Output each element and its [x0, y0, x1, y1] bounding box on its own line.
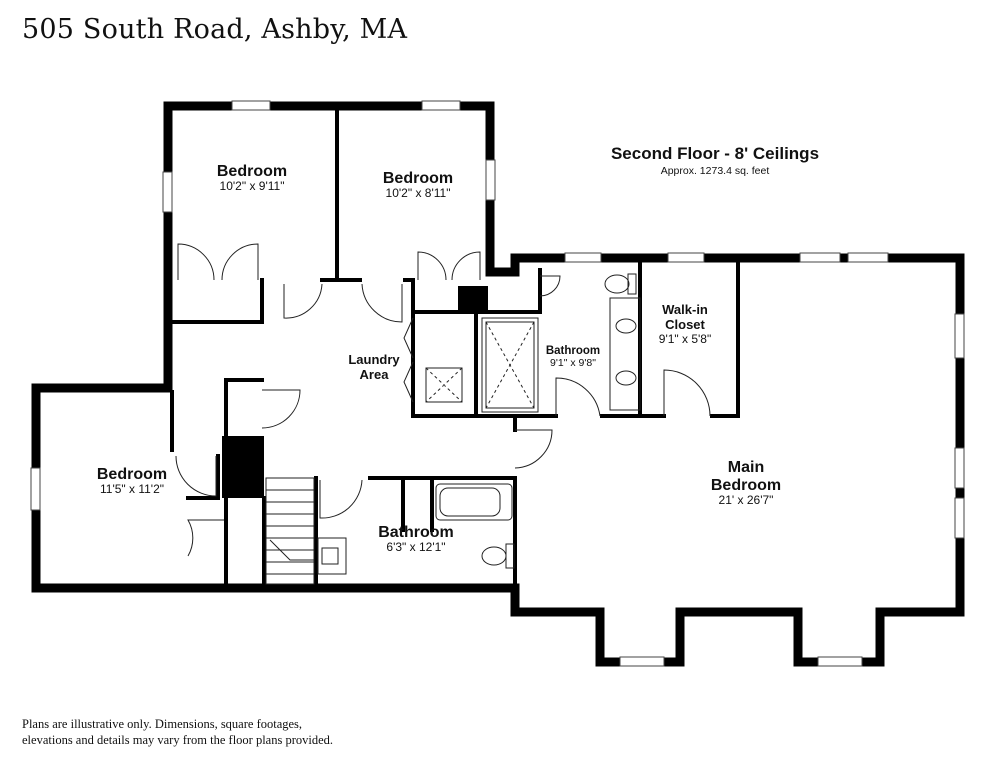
room-laundry-name-line2: Area — [360, 367, 390, 382]
door-swing — [177, 243, 215, 281]
window — [231, 100, 271, 111]
laundry-hookup-lines — [425, 367, 463, 403]
door-swing — [261, 389, 301, 429]
floor-heading: Second Floor - 8' Ceilings — [611, 144, 819, 163]
door-swing — [451, 251, 481, 281]
disclaimer: Plans are illustrative only. Dimensions,… — [22, 716, 442, 748]
window — [619, 656, 665, 667]
wall-closet-right — [710, 260, 740, 418]
room-bedroom-1-dims: 10'2" x 9'11" — [220, 179, 285, 193]
wall-bed1-bottom — [170, 278, 264, 324]
shower-pan — [485, 321, 535, 409]
staircase — [265, 477, 315, 585]
room-closet-name-line2: Closet — [665, 317, 705, 332]
door-swing — [663, 369, 711, 417]
stair-treads — [266, 489, 314, 575]
door-swing — [417, 251, 447, 281]
sink — [615, 370, 637, 386]
room-closet-name-line1: Walk-in — [662, 302, 708, 317]
window — [817, 656, 863, 667]
room-bedroom-3-dims: 11'5" x 11'2" — [100, 482, 164, 496]
door-swing — [187, 519, 224, 557]
door-swing — [283, 283, 323, 319]
room-bedroom-2-name: Bedroom — [383, 170, 453, 187]
wall-bath-right — [600, 260, 642, 418]
wall-laundry-closet — [411, 310, 478, 418]
chimney-block — [458, 286, 488, 314]
toilet — [604, 274, 630, 294]
door-swing — [555, 377, 601, 417]
window — [847, 252, 889, 263]
room-main-bedroom-name-line2: Bedroom — [711, 477, 781, 494]
room-bathroom-small-name: Bathroom — [546, 345, 600, 357]
window — [564, 252, 602, 263]
sink — [615, 318, 637, 334]
room-bathroom-hall-name: Bathroom — [378, 524, 454, 541]
room-main-bedroom-name-line1: Main — [728, 459, 764, 476]
room-bedroom-3-name: Bedroom — [97, 466, 167, 483]
exterior-walls — [31, 101, 965, 667]
toilet-tank — [505, 543, 515, 569]
door-swing — [175, 455, 217, 497]
wall-upper-bedrooms — [31, 101, 965, 667]
double-vanity — [609, 297, 641, 411]
disclaimer-line: elevations and details may vary from the… — [22, 733, 334, 747]
stair-outline — [265, 477, 315, 585]
sink — [321, 547, 339, 565]
wall-bed2-closet — [403, 278, 488, 314]
shower-stall — [481, 317, 539, 413]
room-bathroom-hall-dims: 6'3" x 12'1" — [386, 540, 445, 554]
door-swing — [514, 429, 553, 469]
laundry-hookup — [425, 367, 463, 403]
property-address-title: 505 South Road, Ashby, MA — [22, 14, 408, 45]
wall-hallbath-top — [368, 476, 517, 590]
room-bathroom-small-dims: 9'1" x 9'8" — [550, 357, 596, 369]
door-swing — [319, 479, 363, 519]
toilet-tank — [627, 273, 637, 295]
window — [421, 100, 461, 111]
room-closet-dims: 9'1" x 5'8" — [659, 332, 711, 346]
toilet — [481, 546, 507, 566]
bathtub — [435, 483, 513, 521]
floor-area: Approx. 1273.4 sq. feet — [661, 165, 770, 177]
stair-wall-block — [222, 436, 264, 498]
room-bedroom-2-dims: 10'2" x 8'11" — [386, 186, 451, 200]
window — [799, 252, 841, 263]
window — [162, 171, 173, 213]
stair-direction — [269, 539, 314, 561]
window — [954, 447, 965, 489]
window — [30, 467, 41, 511]
window — [954, 497, 965, 539]
fixtures — [265, 273, 641, 585]
window — [485, 159, 496, 201]
window — [667, 252, 705, 263]
door-swing — [361, 283, 403, 323]
door-swing — [539, 275, 561, 297]
wall-bath-top — [474, 268, 542, 314]
windows — [30, 100, 965, 667]
bifold-door — [403, 361, 414, 403]
room-laundry-name-line1: Laundry — [348, 352, 400, 367]
window — [954, 313, 965, 359]
room-bedroom-1-name: Bedroom — [217, 163, 287, 180]
door-swing — [221, 243, 259, 281]
bathtub-basin — [439, 487, 501, 517]
room-main-bedroom-dims: 21' x 26'7" — [719, 493, 774, 507]
shower-drain-lines — [485, 321, 535, 409]
disclaimer-line: Plans are illustrative only. Dimensions,… — [22, 717, 303, 731]
bifold-door — [403, 317, 414, 359]
doors — [175, 243, 711, 557]
wall-bed3-right-b — [186, 454, 220, 500]
sink-cabinet — [317, 537, 347, 575]
